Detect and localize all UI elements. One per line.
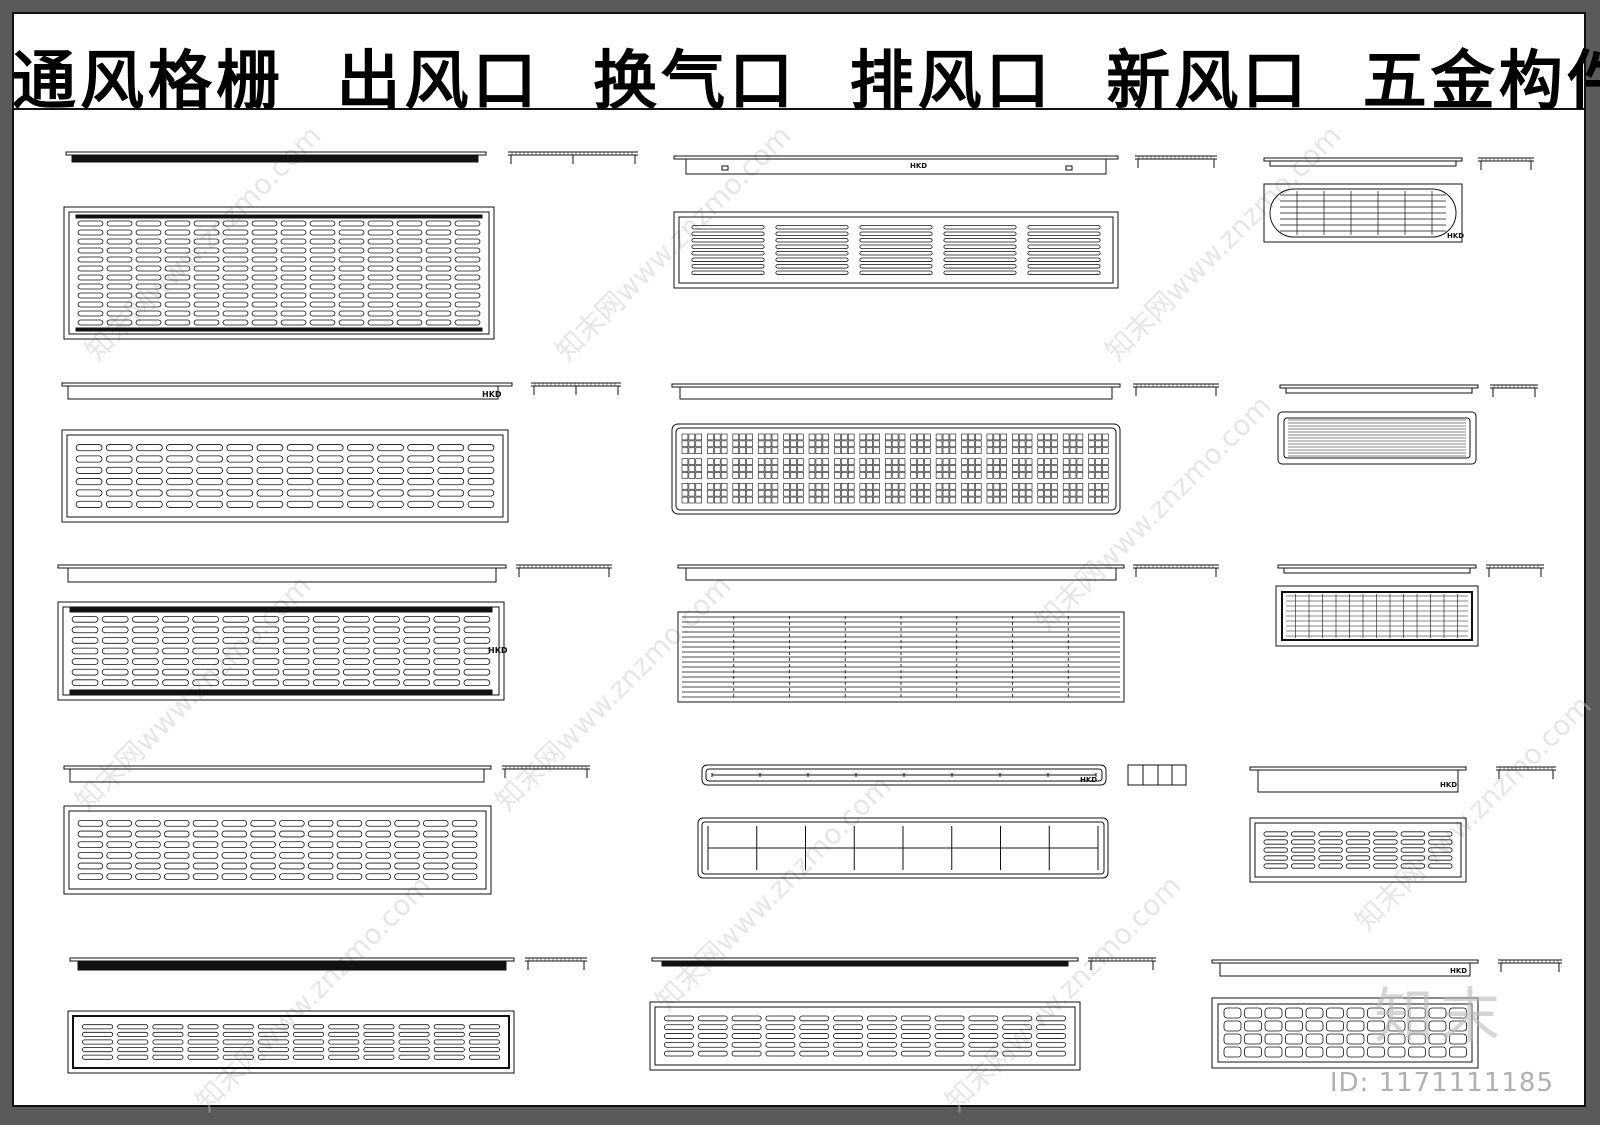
sheet-title: 通风格栅 出风口 换气口 排风口 新风口 五金构件 [12,45,1600,119]
brand-mark: HKD [910,162,927,170]
vent-grille-col3-row3 [1275,564,1544,647]
vent-grille-col3-row5: HKD [1211,959,1562,1069]
vent-grille-col3-row1: HKD [1263,157,1534,243]
vent-grille-col2-row3 [677,564,1219,703]
brand-mark: HKD [1080,776,1097,784]
vent-grille-col1-row5 [67,957,587,1074]
watermark-text: 知末网www.znzmo.com [1029,389,1278,638]
vent-grille-col1-row3: HKD [57,564,612,701]
vent-grille-col1-row4 [63,765,590,895]
brand-mark: HKD [1440,781,1457,789]
vent-grille-col2-row2 [671,383,1219,515]
watermark-text: 知末网www.znzmo.com [649,769,898,1018]
brand-mark: HKD [1450,967,1467,975]
watermark-logo: 知末 [1374,982,1506,1052]
vent-grille-col2-row1: HKD [673,155,1217,289]
vent-grille-col3-row2 [1277,384,1538,465]
watermark-text: 知末网www.znzmo.com [1349,689,1598,938]
brand-mark: HKD [1447,232,1464,240]
watermark-id: ID: 1171111185 [1329,1068,1554,1098]
vent-grille-col2-row5 [649,957,1156,1071]
vent-grille-col3-row4: HKD [1249,766,1556,883]
vent-grille-col1-row1 [63,151,638,340]
watermark-text: 知末网www.znzmo.com [189,869,438,1118]
vent-grille-col2-row4: HKD [697,764,1187,879]
watermark-text: 知末网www.znzmo.com [489,569,738,818]
grille-parts-layer: HKD HKD HKD HKD HKD HKD HKD [57,151,1562,1074]
watermark-text: 知末网www.znzmo.com [939,869,1188,1118]
vent-grille-col1-row2: HKD [61,382,621,523]
brand-mark: HKD [488,646,508,655]
brand-mark: HKD [482,390,502,399]
title-block: 通风格栅 出风口 换气口 排风口 新风口 五金构件 [12,12,1600,119]
